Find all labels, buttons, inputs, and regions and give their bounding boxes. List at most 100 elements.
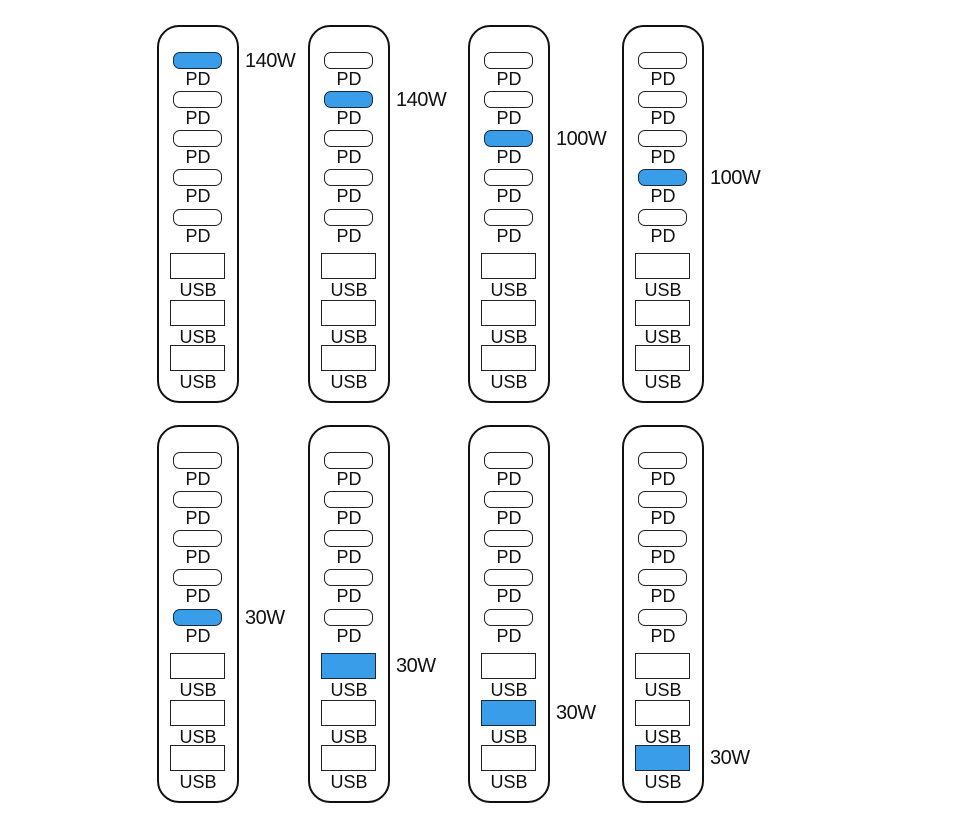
usb-c-pd-port [324,169,373,186]
pd-label: PD [336,469,362,489]
pd-label: PD [496,69,522,89]
usb-label: USB [330,372,368,392]
pd-label: PD [336,626,362,646]
usb-c-pd-port [173,530,222,547]
usb-c-pd-port [173,452,222,469]
usb-label: USB [644,327,682,347]
usb-c-pd-port-active [173,52,222,69]
pd-label: PD [650,108,676,128]
usb-c-pd-port [484,209,533,226]
usb-c-pd-port [324,491,373,508]
pd-label: PD [185,626,211,646]
pd-label: PD [650,508,676,528]
pd-label: PD [185,226,211,246]
usb-a-port-active [321,653,376,679]
usb-c-pd-port [638,130,687,147]
usb-label: USB [179,280,217,300]
usb-a-port [170,300,225,326]
wattage-label: 140W [396,88,447,111]
usb-c-pd-port [484,52,533,69]
wattage-label: 100W [710,166,761,189]
usb-label: USB [644,280,682,300]
usb-a-port-active [481,700,536,726]
pd-label: PD [185,108,211,128]
usb-c-pd-port [484,169,533,186]
pd-label: PD [650,626,676,646]
usb-c-pd-port [484,452,533,469]
usb-c-pd-port [484,530,533,547]
usb-a-port [321,253,376,279]
usb-a-port [321,700,376,726]
usb-a-port [170,745,225,771]
pd-label: PD [185,547,211,567]
usb-c-pd-port [638,569,687,586]
pd-label: PD [185,147,211,167]
usb-a-port [321,300,376,326]
wattage-label: 30W [245,606,285,629]
usb-label: USB [330,680,368,700]
usb-c-pd-port [324,609,373,626]
pd-label: PD [496,108,522,128]
pd-label: PD [336,108,362,128]
usb-label: USB [330,772,368,792]
wattage-label: 30W [556,702,596,724]
usb-a-port [635,300,690,326]
pd-label: PD [496,147,522,167]
wattage-label: 100W [556,127,607,150]
usb-label: USB [330,727,368,747]
usb-c-pd-port-active [324,91,373,108]
usb-a-port [481,253,536,279]
pd-label: PD [650,186,676,206]
usb-c-pd-port [173,209,222,226]
usb-c-pd-port [638,209,687,226]
usb-c-pd-port [638,91,687,108]
usb-a-port [481,653,536,679]
pd-label: PD [185,69,211,89]
usb-label: USB [179,327,217,347]
usb-c-pd-port [638,609,687,626]
pd-label: PD [336,147,362,167]
usb-label: USB [490,772,528,792]
pd-label: PD [650,469,676,489]
pd-label: PD [336,547,362,567]
usb-label: USB [490,372,528,392]
usb-c-pd-port [324,452,373,469]
pd-label: PD [336,186,362,206]
usb-c-pd-port [638,52,687,69]
usb-c-pd-port [638,491,687,508]
usb-c-pd-port [484,609,533,626]
usb-label: USB [179,680,217,700]
usb-label: USB [644,680,682,700]
pd-label: PD [496,469,522,489]
pd-label: PD [496,186,522,206]
pd-label: PD [185,469,211,489]
usb-c-pd-port [638,452,687,469]
pd-label: PD [185,186,211,206]
pd-label: PD [496,547,522,567]
usb-c-pd-port-active [638,169,687,186]
wattage-label: 30W [396,655,436,677]
wattage-label: 30W [710,747,750,769]
power-strip [308,25,390,403]
pd-label: PD [496,226,522,246]
pd-label: PD [336,226,362,246]
usb-c-pd-port [484,491,533,508]
usb-c-pd-port [173,569,222,586]
usb-label: USB [179,727,217,747]
usb-a-port [635,653,690,679]
usb-c-pd-port [324,530,373,547]
pd-label: PD [650,586,676,606]
pd-label: PD [336,586,362,606]
usb-label: USB [490,680,528,700]
usb-a-port [170,345,225,371]
pd-label: PD [650,147,676,167]
usb-c-pd-port [484,569,533,586]
usb-label: USB [644,772,682,792]
usb-c-pd-port-active [484,130,533,147]
usb-c-pd-port [324,569,373,586]
usb-label: USB [330,327,368,347]
usb-label: USB [490,327,528,347]
usb-a-port [635,253,690,279]
usb-a-port [635,345,690,371]
usb-a-port [170,253,225,279]
